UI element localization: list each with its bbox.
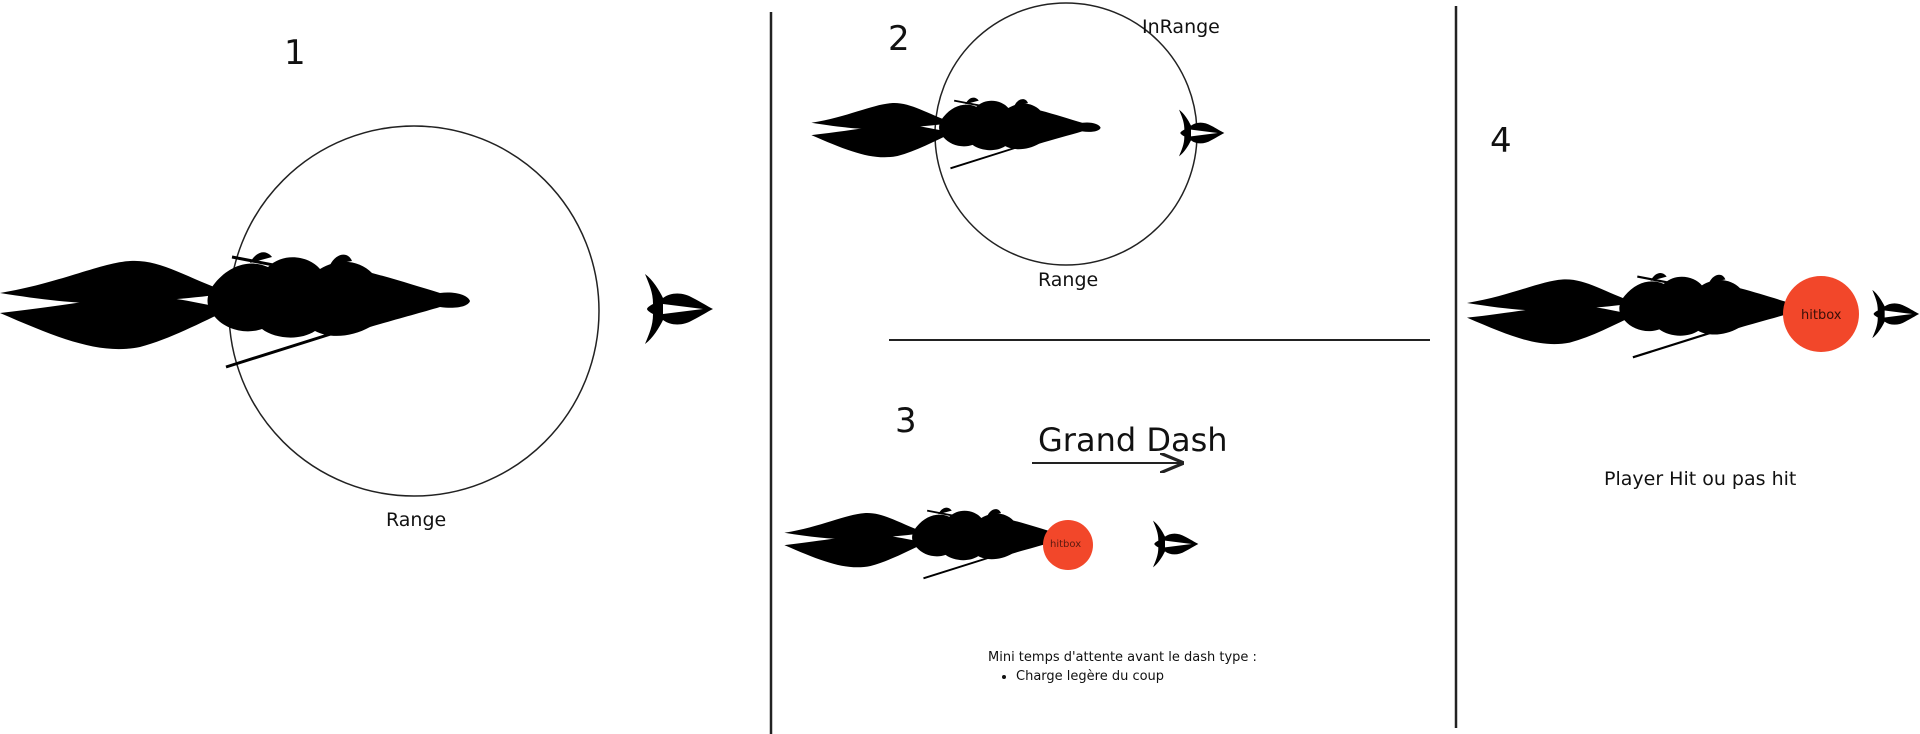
- grand-dash-label: Grand Dash: [1038, 421, 1228, 459]
- boss-silhouette-icon: [784, 506, 1074, 580]
- wait-note-item: Charge legère du coup: [1016, 670, 1257, 683]
- inrange-label: InRange: [1142, 16, 1220, 38]
- hitbox-label-4: hitbox: [1801, 308, 1842, 323]
- range-label-2: Range: [1038, 269, 1099, 291]
- panel-number-1: 1: [284, 33, 306, 73]
- boss-silhouette-icon: [811, 96, 1101, 170]
- range-label-1: Range: [386, 509, 447, 531]
- wait-note: Mini temps d'attente avant le dash type …: [988, 651, 1257, 683]
- wait-note-title: Mini temps d'attente avant le dash type …: [988, 650, 1257, 665]
- boss-silhouette-icon: [0, 250, 470, 369]
- hitbox-label-3: hitbox: [1050, 539, 1082, 550]
- boss-silhouette-icon: [1467, 271, 1812, 359]
- panel-number-3: 3: [895, 401, 917, 441]
- panel-number-2: 2: [888, 19, 910, 59]
- panel-number-4: 4: [1490, 121, 1512, 161]
- player-silhouette-icon: [645, 274, 713, 344]
- hitbox-circle-4: [1783, 276, 1859, 352]
- player-silhouette-icon: [1872, 289, 1920, 339]
- player-hit-label: Player Hit ou pas hit: [1604, 468, 1797, 490]
- player-silhouette-icon: [1153, 520, 1199, 568]
- wait-note-list: Charge legère du coup: [988, 670, 1257, 683]
- hitbox-circle-3: [1043, 520, 1093, 570]
- player-silhouette-icon: [1179, 109, 1225, 157]
